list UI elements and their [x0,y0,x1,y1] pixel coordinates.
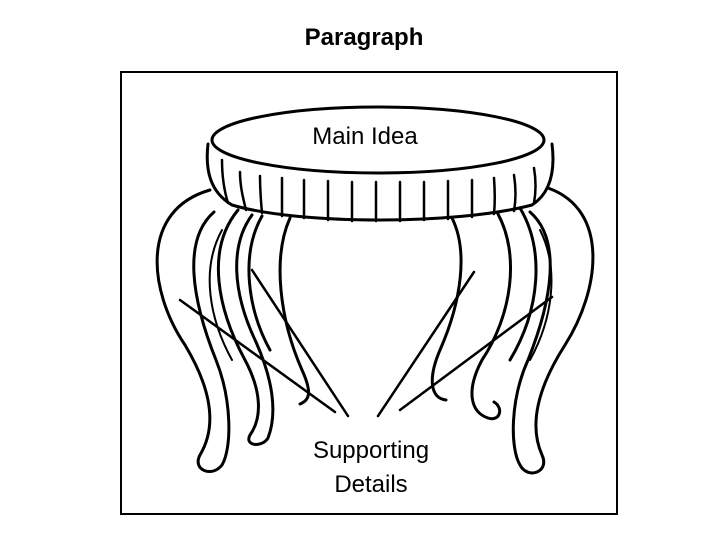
leg-right-inner [432,218,461,400]
supporting-details-label: Supporting Details [296,434,446,502]
main-idea-label: Main Idea [0,123,720,151]
supporting-details-line-2: Details [296,468,446,502]
pointer-line-3 [378,272,474,416]
supporting-details-line-1: Supporting [296,434,446,468]
